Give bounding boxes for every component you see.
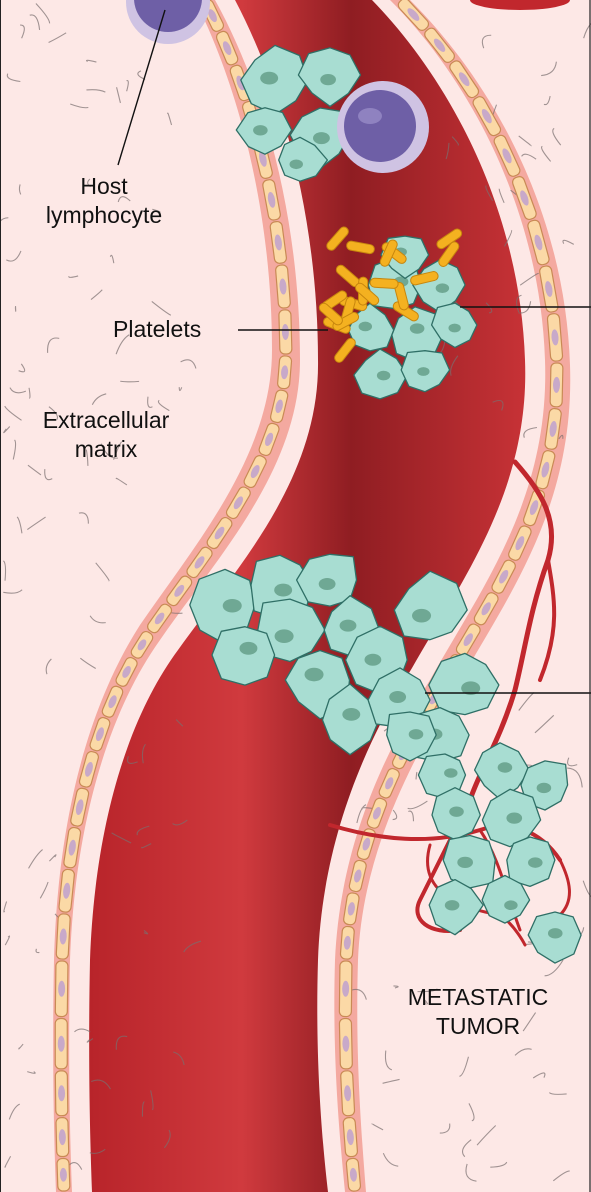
endothelial-cell — [339, 961, 352, 1017]
metastatic-tumor-line2: TUMOR — [372, 1012, 584, 1041]
metastatic-tumor-line1: METASTATIC — [372, 983, 584, 1012]
endothelial-cell — [55, 1019, 67, 1069]
tumor-cell — [507, 837, 555, 886]
endothelial-cell — [340, 1071, 354, 1116]
endothelial-cell — [340, 926, 355, 959]
platelet — [370, 278, 398, 289]
endothelial-cell — [57, 1158, 70, 1191]
matrix-fiber — [120, 381, 139, 382]
endothelial-cell — [56, 914, 70, 960]
endothelial-cell — [56, 1118, 69, 1157]
host-lymphocyte-line2: lymphocyte — [14, 201, 194, 230]
endothelial-cell — [275, 265, 290, 309]
endothelial-cell — [550, 363, 563, 407]
endothelial-cell — [343, 1117, 358, 1157]
metastatic-tumor-label: METASTATIC TUMOR — [372, 983, 584, 1041]
endothelial-cell — [346, 1158, 361, 1192]
endothelial-cell — [55, 961, 68, 1017]
extracellular-matrix-line1: Extracellular — [6, 406, 206, 435]
lymphocyte-mid — [337, 81, 429, 173]
host-lymphocyte-label: Host lymphocyte — [14, 172, 194, 230]
host-lymphocyte-line1: Host — [14, 172, 194, 201]
tumor-cell — [212, 627, 275, 685]
platelets-label: Platelets — [113, 315, 201, 344]
endothelial-cell — [279, 310, 292, 354]
extracellular-matrix-line2: matrix — [6, 435, 206, 464]
endothelial-cell — [277, 356, 292, 390]
endothelial-cell — [55, 1071, 68, 1116]
extracellular-matrix-label: Extracellular matrix — [6, 406, 206, 464]
endothelial-cell — [339, 1018, 352, 1069]
